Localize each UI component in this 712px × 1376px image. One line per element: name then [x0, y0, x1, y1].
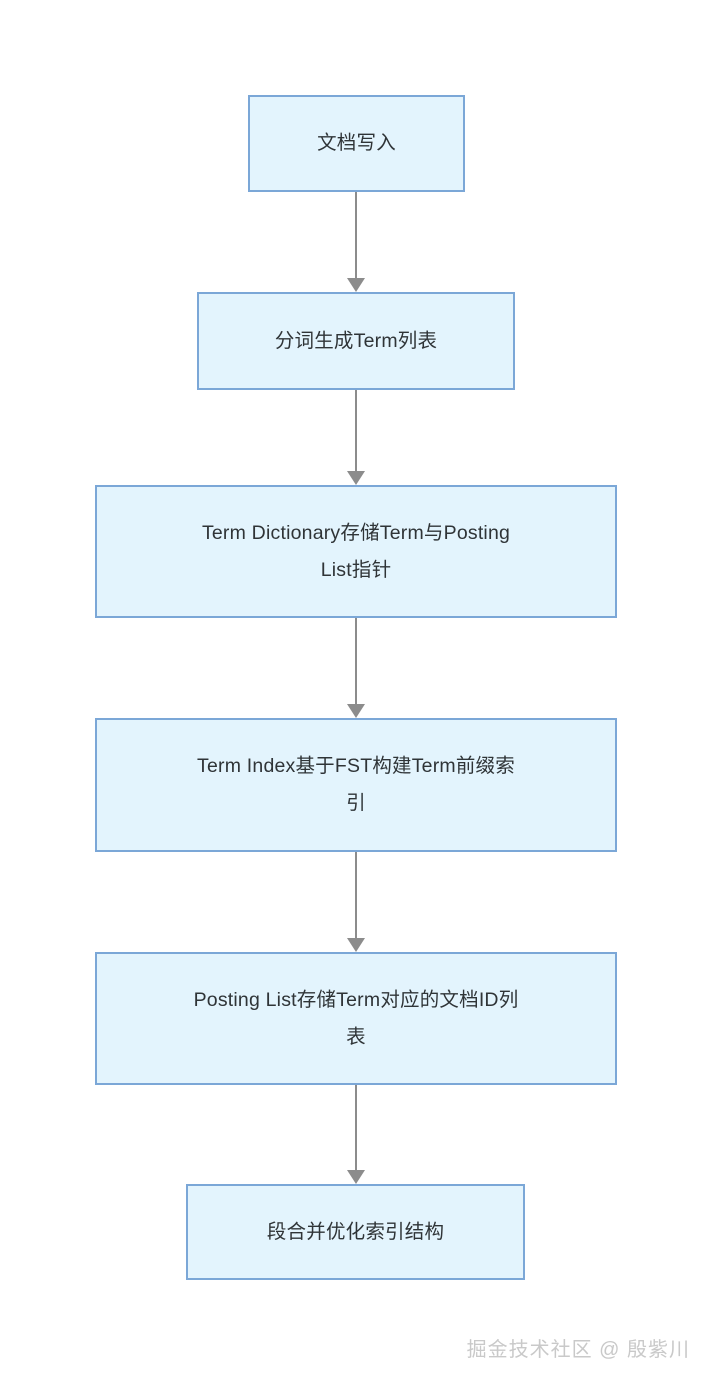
- arrowhead-down-icon: [347, 471, 365, 485]
- flow-edge-tokenize-term-list-to-term-dictionary: [343, 390, 369, 485]
- flow-node-posting-list[interactable]: Posting List存储Term对应的文档ID列 表: [95, 952, 617, 1085]
- flow-node-label: 文档写入: [317, 132, 396, 154]
- edge-line-icon: [355, 1085, 357, 1171]
- arrowhead-down-icon: [347, 278, 365, 292]
- edge-line-icon: [355, 852, 357, 939]
- flow-node-segment-merge[interactable]: 段合并优化索引结构: [186, 1184, 525, 1280]
- flow-node-label: Posting List存储Term对应的文档ID列 表: [193, 988, 519, 1048]
- flow-edge-term-index-to-posting-list: [343, 852, 369, 952]
- flow-edge-posting-list-to-segment-merge: [343, 1085, 369, 1184]
- arrowhead-down-icon: [347, 704, 365, 718]
- arrowhead-down-icon: [347, 1170, 365, 1184]
- edge-line-icon: [355, 192, 357, 279]
- flow-node-label: Term Index基于FST构建Term前缀索 引: [197, 755, 515, 814]
- flow-node-doc-write[interactable]: 文档写入: [248, 95, 465, 192]
- flow-node-term-dictionary[interactable]: Term Dictionary存储Term与Posting List指针: [95, 485, 617, 618]
- watermark-text: 掘金技术社区 @ 殷紫川: [466, 1339, 690, 1361]
- edge-line-icon: [355, 618, 357, 705]
- flow-node-term-index[interactable]: Term Index基于FST构建Term前缀索 引: [95, 718, 617, 852]
- flow-edge-doc-write-to-tokenize-term-list: [343, 192, 369, 292]
- flow-node-label: 分词生成Term列表: [274, 329, 438, 352]
- edge-line-icon: [355, 390, 357, 472]
- arrowhead-down-icon: [347, 938, 365, 952]
- flow-node-label: Term Dictionary存储Term与Posting List指针: [201, 521, 511, 581]
- flow-edge-term-dictionary-to-term-index: [343, 618, 369, 718]
- flow-node-tokenize-term-list[interactable]: 分词生成Term列表: [197, 292, 515, 390]
- flow-node-label: 段合并优化索引结构: [266, 1220, 445, 1243]
